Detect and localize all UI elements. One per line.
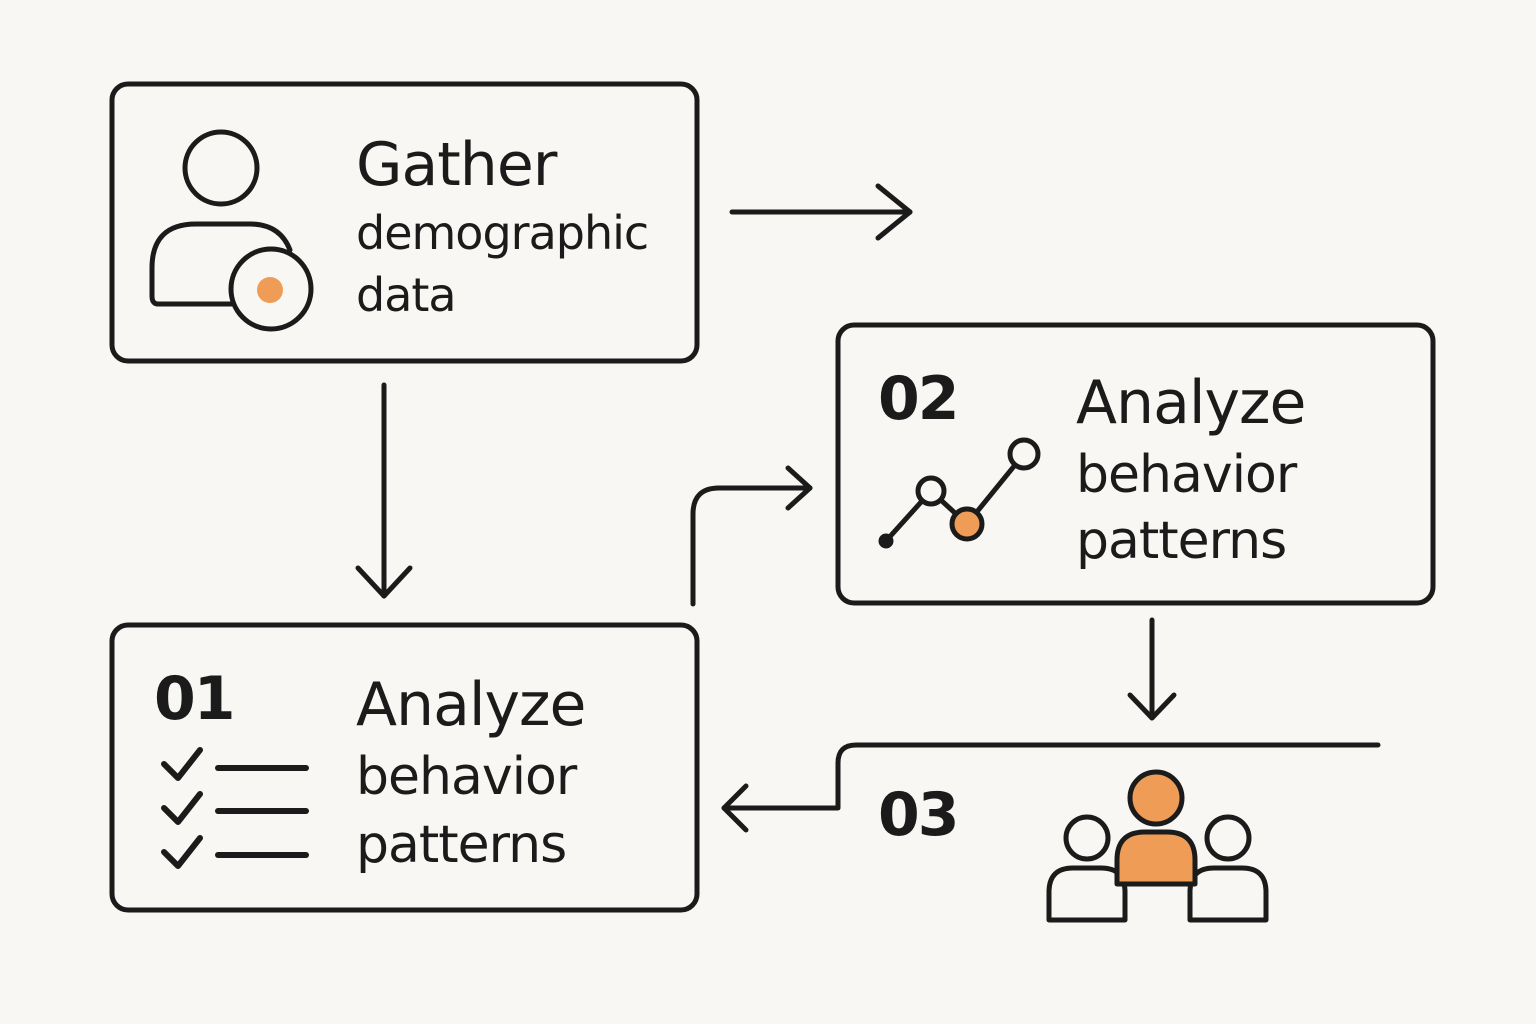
step-02-line-1: Analyze — [1076, 368, 1306, 438]
box-01 — [109, 622, 700, 913]
arrow-down-right — [1127, 617, 1177, 721]
arrow-curve-to-02 — [690, 465, 813, 607]
step-01-line-3: patterns — [356, 815, 567, 875]
checklist-icon — [161, 747, 309, 869]
step-02-number: 02 — [878, 364, 959, 434]
arrow-right-top — [729, 183, 913, 241]
gather-box — [109, 81, 700, 364]
arrow-to-01 — [721, 742, 1381, 833]
step-03-number: 03 — [878, 780, 959, 850]
group-icon — [1046, 769, 1269, 923]
line-chart-icon — [878, 437, 1041, 549]
gather-line-2: demographic — [356, 206, 649, 260]
step-02-line-2: behavior — [1076, 445, 1297, 505]
user-with-badge-icon — [149, 129, 314, 332]
step-01-number: 01 — [154, 664, 235, 734]
box-02 — [835, 322, 1436, 606]
step-02-line-3: patterns — [1076, 511, 1287, 571]
step-01-line-1: Analyze — [356, 670, 586, 740]
step-01-line-2: behavior — [356, 747, 577, 807]
arrow-down-left — [355, 382, 413, 599]
gather-title: Gather — [356, 130, 557, 200]
gather-line-3: data — [356, 268, 457, 322]
